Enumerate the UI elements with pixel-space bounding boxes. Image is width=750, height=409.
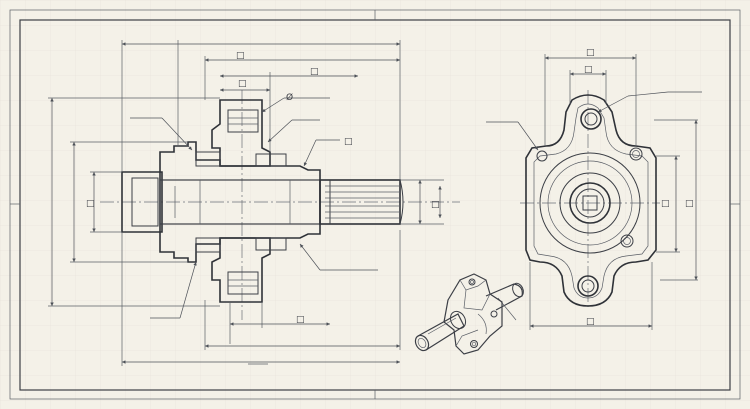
end-dim-right-2: □ <box>661 199 670 209</box>
end-view <box>520 90 660 310</box>
section-dimensions: □ □ □ Ø □ □ <box>48 40 444 366</box>
isometric-view <box>414 273 524 355</box>
end-dim-right-1: □ <box>685 199 694 209</box>
end-dim-bottom: □ <box>586 317 595 327</box>
dim-label-top-1: □ <box>236 51 245 61</box>
sheet-border <box>9 9 741 400</box>
dim-label-top-2: □ <box>310 67 319 77</box>
dim-label-bottom-1: □ <box>296 315 305 325</box>
end-dim-top-2: □ <box>584 65 593 75</box>
diameter-label: Ø <box>286 92 293 103</box>
section-view <box>100 90 460 320</box>
dim-label-leader: □ <box>344 137 353 147</box>
splined-shaft <box>319 179 401 225</box>
end-view-dimensions: □ □ □ □ □ <box>486 48 702 330</box>
dim-label-left: □ <box>86 199 95 209</box>
end-dim-top-1: □ <box>586 48 595 58</box>
dim-label-top-3: □ <box>238 79 247 89</box>
dim-label-right: □ <box>431 200 440 210</box>
